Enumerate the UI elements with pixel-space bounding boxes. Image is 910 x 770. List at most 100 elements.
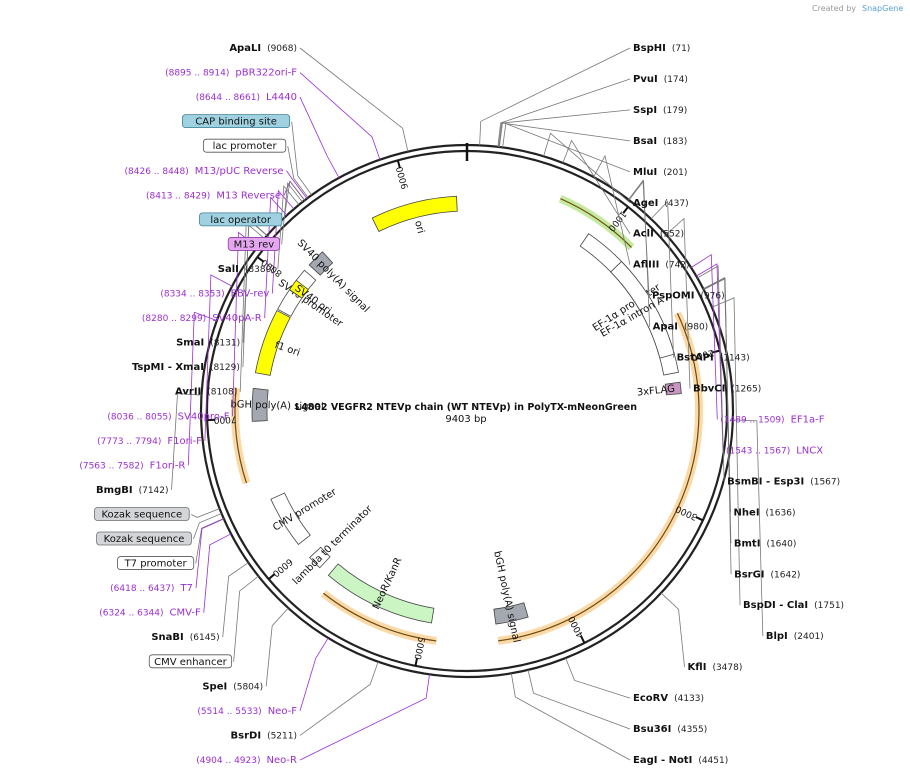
- label-box: [182, 114, 291, 129]
- feature-label: bGH poly(A) signal: [491, 550, 521, 644]
- boxed-label-lac-operator: lac operator: [210, 215, 271, 226]
- orf-line: [560, 198, 632, 248]
- leader-line: [711, 297, 741, 606]
- primer-site-neo-r: (4904 .. 4923)Neo-R: [196, 755, 297, 766]
- enzyme-position: (1636): [766, 508, 796, 518]
- leader-line: [195, 518, 224, 564]
- enzyme-site-blpi: BlpI(2401): [766, 631, 824, 642]
- leader-layer: [171, 47, 764, 761]
- enzyme-name: AvrII: [175, 387, 201, 398]
- primer-position: (6418 .. 6437): [110, 584, 174, 594]
- boxed-label-t7-promoter: T7 promoter: [124, 559, 188, 570]
- enzyme-position: (1751): [814, 601, 844, 611]
- orf-layer: [231, 194, 703, 645]
- enzyme-position: (742): [665, 261, 689, 271]
- leader-line: [510, 673, 631, 761]
- enzyme-name: SspI: [633, 105, 657, 116]
- enzyme-name: KflI: [688, 662, 707, 673]
- enzyme-position: (4133): [674, 694, 704, 704]
- enzyme-name: BsaI: [633, 136, 657, 147]
- label-box: [117, 556, 195, 570]
- leader-line: [497, 78, 631, 147]
- leader-line: [479, 47, 631, 146]
- boxed-label-lac-promoter: lac promoter: [213, 141, 278, 152]
- enzyme-site-bsrgi: BsrGI(1642): [734, 569, 800, 580]
- primer-name: Neo-F: [268, 706, 298, 717]
- leader-line: [287, 146, 309, 198]
- enzyme-name: PvuI: [633, 74, 658, 85]
- primer-site-l4440: (8644 .. 8661) L4440: [196, 92, 297, 103]
- enzyme-position: (201): [663, 168, 687, 178]
- enzyme-name: BsrDI: [231, 730, 262, 741]
- feature-label: f1 ori: [273, 340, 301, 359]
- feature-3xflag: [664, 381, 682, 396]
- enzyme-name: AclI: [633, 229, 654, 240]
- enzyme-name: BsrGI: [734, 569, 764, 580]
- enzyme-name: BspDI - ClaI: [743, 600, 808, 611]
- tick-label: 7000: [213, 414, 237, 425]
- enzyme-site-bspdi-clai: BspDI - ClaI (1751): [743, 600, 844, 611]
- feature-cmv-promoter: [270, 492, 311, 546]
- enzyme-site-pvui: PvuI(174): [633, 74, 688, 85]
- label-box: [227, 237, 281, 251]
- enzyme-name: EcoRV: [633, 693, 668, 704]
- enzyme-name: SalI: [218, 264, 239, 275]
- enzyme-site-ecorv: EcoRV (4133): [633, 693, 704, 704]
- enzyme-position: (3478): [712, 663, 742, 673]
- primer-name: M13 Reverse: [216, 190, 281, 201]
- primer-position: (1543 .. 1567): [726, 446, 790, 456]
- leader-line: [660, 592, 685, 668]
- label-box: [96, 531, 192, 546]
- feature-label: 3xFLAG: [636, 384, 675, 399]
- feature-lambda-t0-terminator: [309, 546, 331, 569]
- enzyme-name: NheI: [734, 507, 760, 518]
- enzyme-site-bsmbi-esp3i: BsmBI - Esp3I(1567): [727, 476, 840, 487]
- primer-position: (8280 .. 8299): [142, 314, 206, 324]
- enzyme-position: (5211): [267, 731, 297, 741]
- enzyme-position: (980): [684, 323, 708, 333]
- primer-site-f1ori-f: (7773 .. 7794)F1ori-F: [97, 436, 202, 447]
- leader-line: [299, 637, 329, 712]
- leader-line: [233, 575, 259, 662]
- feature-bgh-poly-a-signal: [251, 387, 269, 422]
- map-length: 9403 bp: [445, 414, 486, 425]
- primer-position: (1489 .. 1509): [720, 415, 784, 425]
- primer-site-m13-puc-reverse: (8426 .. 8448)M13/pUC Reverse: [125, 166, 284, 177]
- enzyme-position: (8380): [245, 265, 275, 275]
- leader-line: [697, 265, 725, 482]
- enzyme-site-nhei: NheI (1636): [734, 507, 796, 518]
- boxed-label-cmv-enhancer: CMV enhancer: [154, 657, 228, 668]
- primer-name: Neo-R: [267, 755, 298, 766]
- feature-bgh-poly-a-signal: [493, 602, 529, 625]
- primer-site-ef1a-f: (1489 .. 1509) EF1a-F: [720, 414, 824, 425]
- leader-line: [650, 200, 674, 358]
- primer-position: (6324 .. 6344): [99, 609, 163, 619]
- enzyme-position: (8129): [210, 363, 240, 373]
- leader-line: [171, 393, 202, 490]
- enzyme-site-eagi-noti: EagI - NotI(4451): [633, 755, 728, 766]
- enzyme-site-bmti: BmtI(1640): [734, 538, 796, 549]
- enzyme-position: (9068): [267, 44, 297, 54]
- enzyme-position: (8131): [210, 339, 240, 349]
- enzyme-site-kfli: KflI (3478): [688, 662, 743, 673]
- leader-line: [502, 123, 631, 173]
- enzyme-name: BspHI: [633, 43, 666, 54]
- enzyme-name: BmtI: [734, 538, 761, 549]
- label-box: [148, 654, 233, 669]
- label-box: [202, 138, 287, 153]
- primer-position: (8644 .. 8661): [196, 93, 260, 103]
- primer-name: EF1a-F: [791, 414, 825, 425]
- primer-name: L4440: [266, 92, 297, 103]
- primer-site-lncx: (1543 .. 1567)LNCX: [726, 445, 823, 456]
- primer-position: (7773 .. 7794): [97, 437, 161, 447]
- primer-name: SV40pA-R: [212, 313, 261, 324]
- tick-mark: [256, 256, 265, 263]
- enzyme-name: BsmBI - Esp3I: [727, 476, 804, 487]
- primer-site-f1ori-r: (7563 .. 7582)F1ori-R: [79, 460, 185, 471]
- enzyme-site-bbvci: BbvCI(1265): [693, 384, 761, 395]
- feature-neor-kanr: [327, 563, 435, 624]
- leader-line: [543, 132, 631, 204]
- leader-line: [527, 669, 631, 730]
- tick-mark: [695, 516, 704, 522]
